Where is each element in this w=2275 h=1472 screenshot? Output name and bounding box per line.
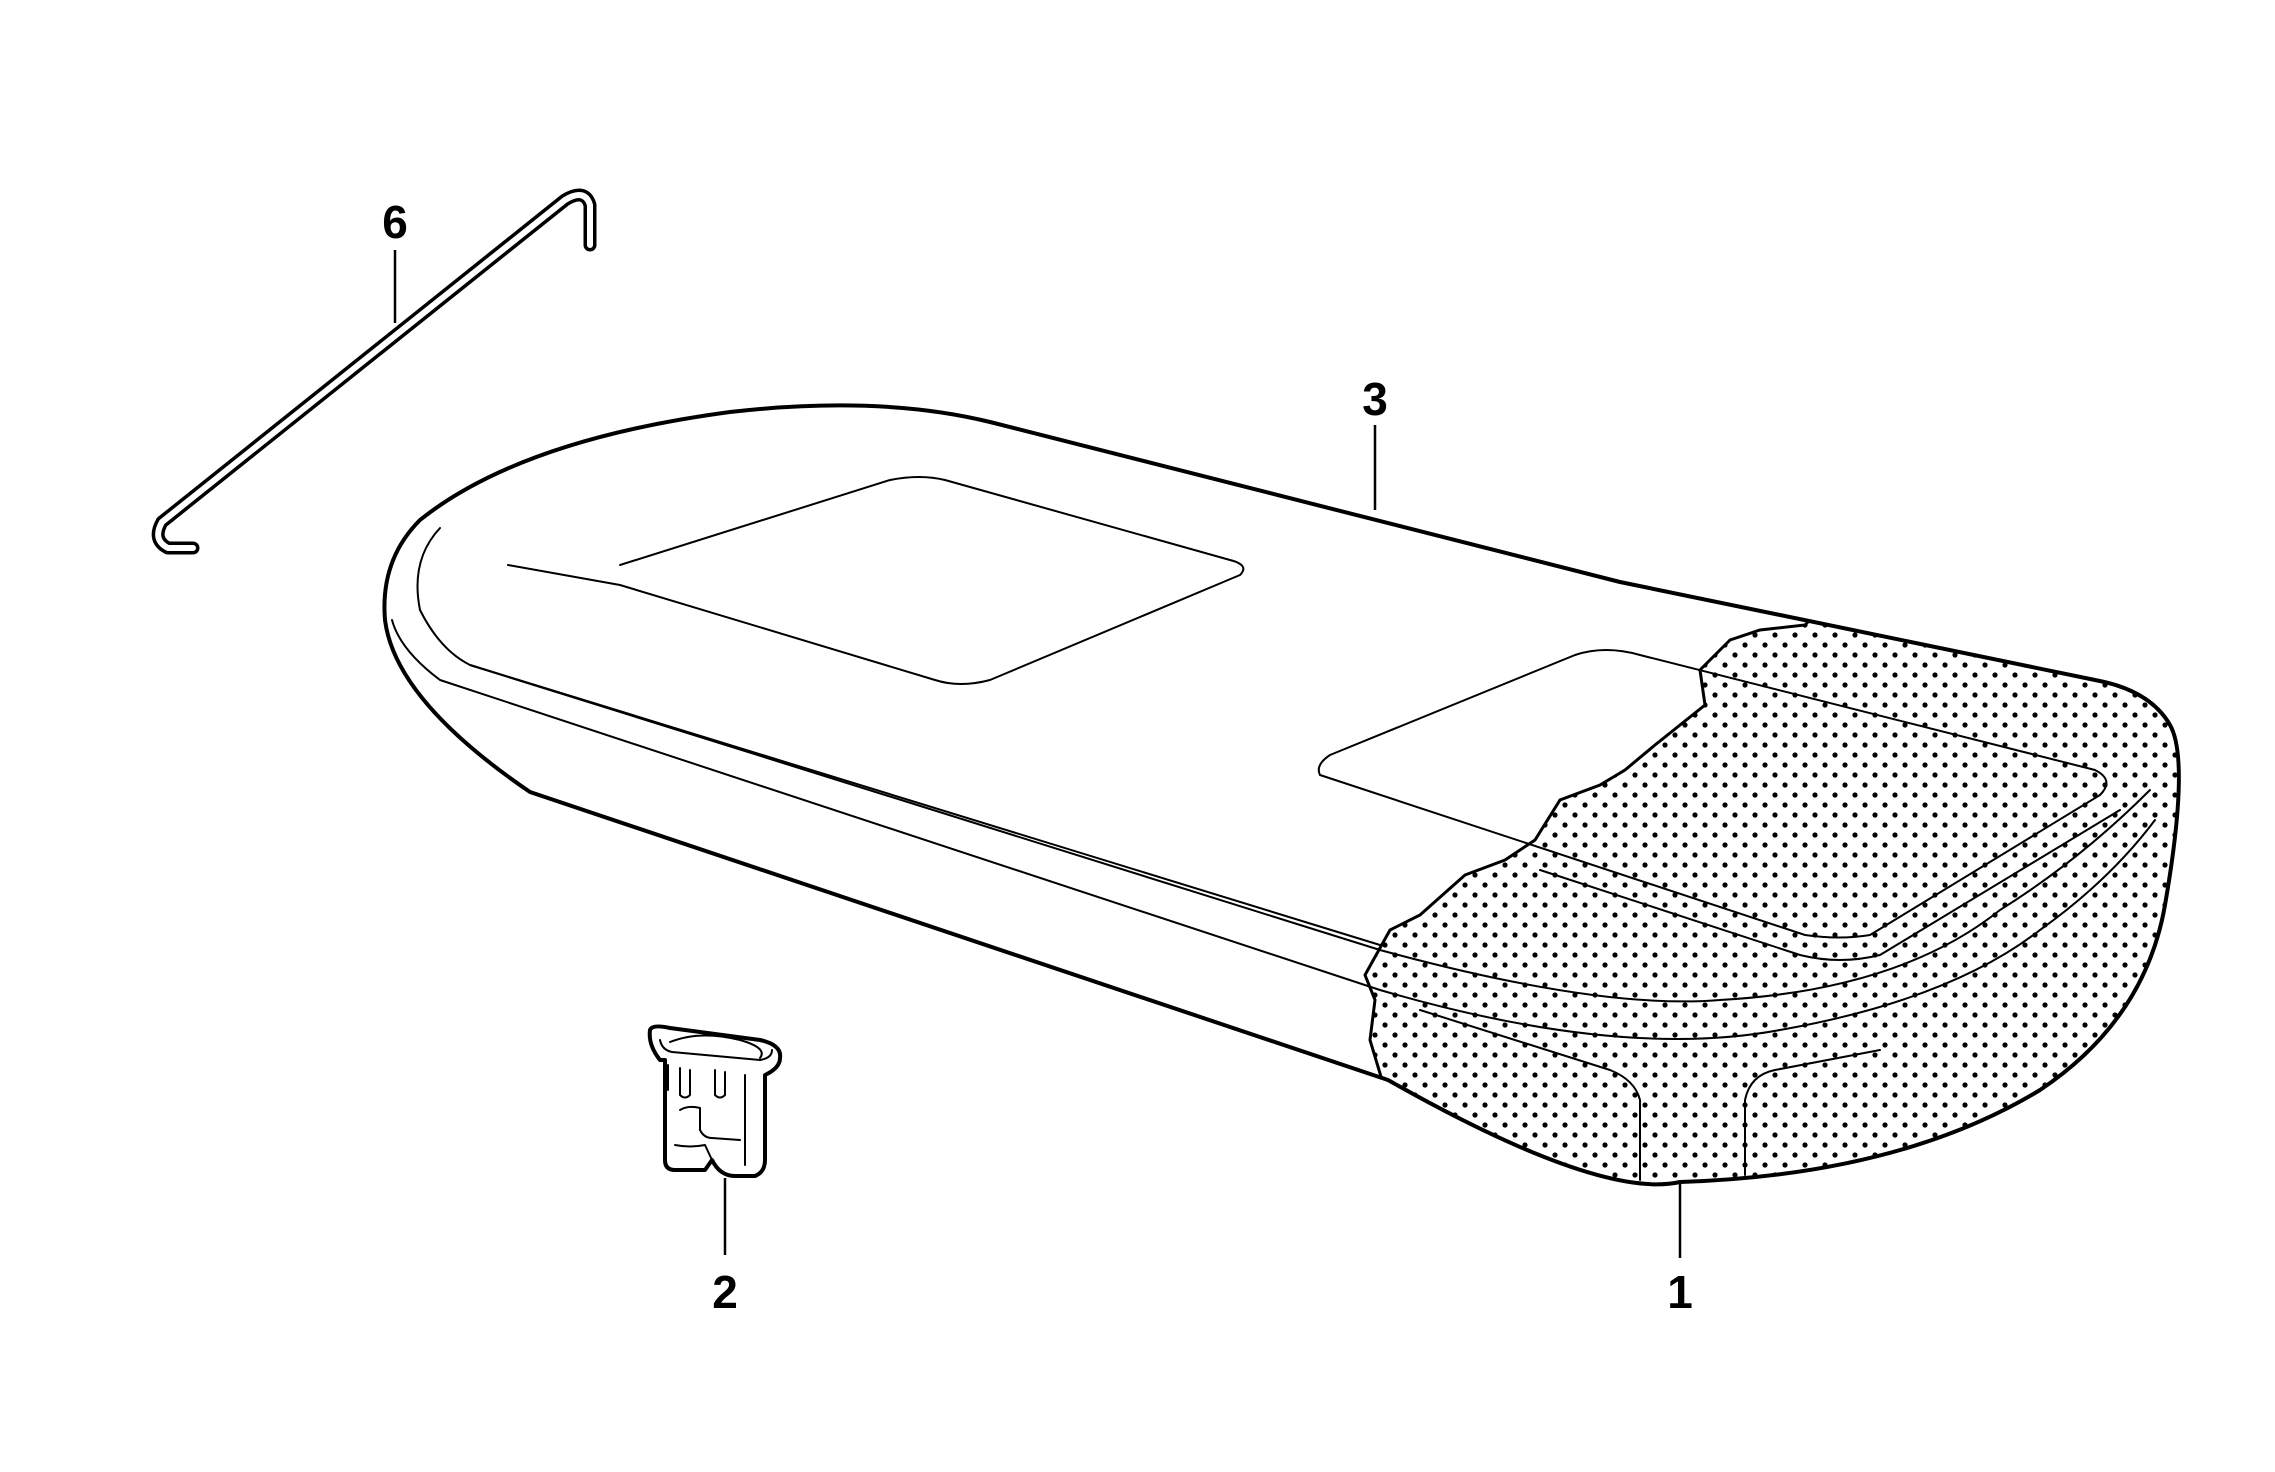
wire-rod-part — [151, 188, 597, 555]
seat-cushion-part — [382, 403, 2181, 1187]
callout-6: 6 — [382, 196, 408, 248]
callout-3: 3 — [1362, 373, 1388, 425]
callout-2: 2 — [712, 1266, 738, 1318]
callout-1: 1 — [1667, 1266, 1693, 1318]
clip-fastener-part — [647, 1024, 783, 1178]
